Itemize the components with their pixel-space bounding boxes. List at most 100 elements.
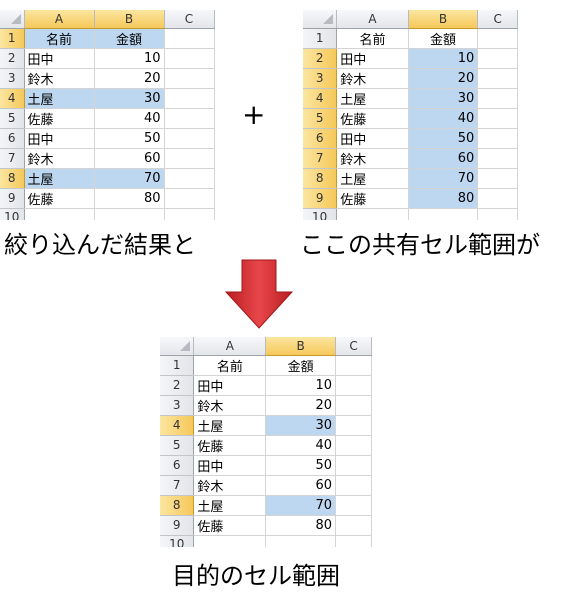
plus-sign: + bbox=[242, 98, 266, 131]
row-header: 6 bbox=[160, 455, 195, 476]
select-all-corner bbox=[160, 337, 195, 356]
amount-cell: 10 bbox=[94, 48, 165, 69]
column-header-c: C bbox=[477, 10, 518, 29]
column-header-c: C bbox=[164, 10, 215, 29]
empty-cell bbox=[164, 88, 215, 109]
column-header-b: B bbox=[408, 10, 479, 29]
empty-cell bbox=[336, 208, 409, 220]
name-cell: 土屋 bbox=[193, 415, 267, 436]
row-header: 8 bbox=[160, 495, 195, 516]
row-header: 9 bbox=[160, 515, 195, 536]
name-cell: 土屋 bbox=[193, 495, 267, 516]
empty-cell bbox=[164, 128, 215, 149]
row-header: 10 bbox=[0, 208, 25, 220]
name-cell: 田中 bbox=[193, 455, 267, 476]
name-cell: 鈴木 bbox=[336, 148, 409, 169]
row-header: 7 bbox=[0, 148, 25, 169]
name-cell: 鈴木 bbox=[193, 475, 267, 496]
column-header-a: A bbox=[24, 10, 95, 29]
caption-shared-range: ここの共有セル範囲が bbox=[300, 231, 540, 259]
row-header: 6 bbox=[0, 128, 25, 149]
row-header: 8 bbox=[303, 168, 338, 189]
empty-cell bbox=[335, 515, 372, 536]
name-cell: 田中 bbox=[24, 48, 95, 69]
empty-cell bbox=[24, 208, 95, 220]
empty-cell bbox=[477, 208, 518, 220]
name-cell: 土屋 bbox=[336, 88, 409, 109]
amount-cell: 10 bbox=[265, 375, 337, 396]
column-header-a: A bbox=[193, 337, 267, 356]
name-cell: 田中 bbox=[336, 128, 409, 149]
header-cell-name: 名前 bbox=[336, 28, 409, 49]
row-header: 3 bbox=[0, 68, 25, 89]
caption-target-range: 目的のセル範囲 bbox=[172, 562, 340, 590]
name-cell: 土屋 bbox=[24, 88, 95, 109]
amount-cell: 70 bbox=[265, 495, 337, 516]
empty-cell bbox=[477, 28, 518, 49]
select-all-corner bbox=[303, 10, 338, 29]
empty-cell bbox=[335, 495, 372, 516]
empty-cell bbox=[335, 395, 372, 416]
empty-cell bbox=[335, 475, 372, 496]
empty-cell bbox=[477, 88, 518, 109]
row-header: 4 bbox=[160, 415, 195, 436]
column-header-a: A bbox=[336, 10, 409, 29]
empty-cell bbox=[164, 108, 215, 129]
amount-cell: 60 bbox=[408, 148, 479, 169]
header-cell-name: 名前 bbox=[24, 28, 95, 49]
empty-cell bbox=[164, 168, 215, 189]
name-cell: 佐藤 bbox=[24, 108, 95, 129]
name-cell: 田中 bbox=[24, 128, 95, 149]
row-header: 9 bbox=[303, 188, 338, 209]
empty-cell bbox=[477, 148, 518, 169]
row-header: 2 bbox=[303, 48, 338, 69]
amount-cell: 80 bbox=[408, 188, 479, 209]
empty-cell bbox=[408, 208, 479, 220]
amount-cell: 30 bbox=[265, 415, 337, 436]
empty-cell bbox=[335, 535, 372, 547]
row-header: 5 bbox=[160, 435, 195, 456]
row-header: 8 bbox=[0, 168, 25, 189]
header-cell-amount: 金額 bbox=[408, 28, 479, 49]
row-header: 10 bbox=[303, 208, 338, 220]
empty-cell bbox=[335, 355, 372, 376]
amount-cell: 60 bbox=[265, 475, 337, 496]
row-header: 3 bbox=[303, 68, 338, 89]
amount-cell: 50 bbox=[408, 128, 479, 149]
empty-cell bbox=[164, 188, 215, 209]
corner-triangle-icon bbox=[323, 13, 334, 24]
column-header-c: C bbox=[335, 337, 372, 356]
empty-cell bbox=[477, 188, 518, 209]
amount-cell: 60 bbox=[94, 148, 165, 169]
empty-cell bbox=[335, 455, 372, 476]
row-header: 4 bbox=[303, 88, 338, 109]
name-cell: 鈴木 bbox=[336, 68, 409, 89]
column-header-b: B bbox=[265, 337, 337, 356]
empty-cell bbox=[477, 108, 518, 129]
empty-cell bbox=[164, 68, 215, 89]
amount-cell: 20 bbox=[408, 68, 479, 89]
amount-cell: 30 bbox=[408, 88, 479, 109]
name-cell: 田中 bbox=[336, 48, 409, 69]
